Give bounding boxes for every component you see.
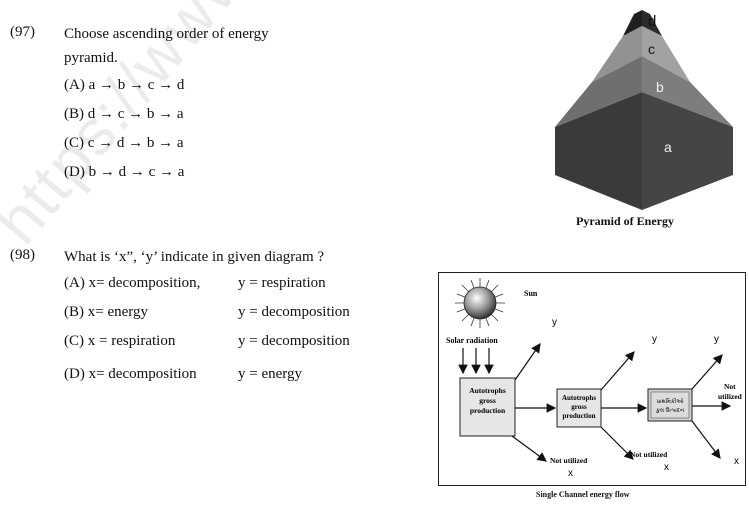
flow-caption: Single Channel energy flow: [536, 490, 630, 499]
energy-pyramid: d c b a: [555, 10, 733, 210]
arrow-y-2: [600, 351, 635, 391]
pyramid-tier-c-right: [642, 26, 690, 82]
question-98-number: (98): [10, 247, 35, 263]
solar-radiation-label: Solar radiation: [446, 336, 498, 345]
y-label-1: y: [552, 317, 557, 328]
arrow-y-1: [514, 343, 541, 381]
arrow-x-1: [511, 435, 547, 462]
box1-line1: Autotrophs: [469, 386, 506, 395]
box-autotrophs-2: [556, 388, 602, 428]
pyramid-tier-d-right: [642, 10, 662, 36]
not-utilized-side-line2: utilized: [718, 392, 743, 401]
not-utilized-label-2: Not utilized: [630, 450, 668, 459]
arrow-y-3: [691, 354, 723, 390]
arrow-x-3: [691, 420, 721, 459]
q97-option-a: (A) a → b → c → d: [64, 77, 185, 93]
q97-option-b: (B) d → c → b → a: [64, 106, 184, 122]
pyramid-tier-c-left: [592, 26, 642, 82]
q98-option-a-x: (A) x= decomposition,: [64, 275, 201, 291]
q98-option-c-x: (C) x = respiration: [64, 333, 176, 349]
question-98-text: What is ‘x”, ‘y’ indicate in given diagr…: [64, 249, 325, 265]
q98-option-d-y: y = energy: [238, 366, 302, 382]
box3-line1: પ્રાથમિકીઓ: [656, 398, 683, 405]
q98-option-b-y: y = decomposition: [238, 304, 350, 320]
q98-option-b-x: (B) x= energy: [64, 304, 148, 320]
x-label-3: x: [734, 456, 739, 467]
box2-line2: gross: [571, 403, 587, 411]
box1-line2: gross: [479, 396, 496, 405]
q98-option-d-x: (D) x= decomposition: [64, 366, 197, 382]
box-autotrophs-1: [459, 377, 516, 437]
box2-line3: production: [563, 412, 596, 420]
not-utilized-label-1: Not utilized: [550, 456, 588, 465]
box-gujarati-inner: [650, 391, 690, 419]
q97-option-c: (C) c → d → b → a: [64, 135, 184, 151]
pyramid-label-c: c: [648, 41, 655, 57]
pyramid-caption: Pyramid of Energy: [576, 214, 674, 228]
x-label-2: x: [664, 462, 669, 473]
sun-icon: [455, 278, 505, 328]
y-label-2: y: [652, 334, 657, 345]
energy-flow-diagram: Sun Solar radiation Autotrophs gross pro…: [438, 272, 746, 486]
question-97-text: Choose ascending order of energy pyramid…: [64, 24, 269, 68]
y-label-3: y: [714, 334, 719, 345]
question-97-line2: pyramid.: [64, 50, 118, 66]
x-label-1: x: [568, 468, 573, 479]
pyramid-label-d: d: [648, 13, 656, 30]
box3-line2: કુલ ઉત્પાદન: [655, 407, 684, 414]
question-97-number: (97): [10, 24, 35, 40]
pyramid-label-b: b: [656, 79, 664, 95]
box2-line1: Autotrophs: [562, 394, 596, 402]
arrow-x-2: [600, 426, 634, 460]
pyramid-tier-d-left: [623, 10, 642, 36]
pyramid-tier-a-right: [642, 92, 733, 210]
not-utilized-side-line1: Not: [724, 382, 736, 391]
box1-line3: production: [470, 406, 506, 415]
question-97-line1: Choose ascending order of energy: [64, 26, 269, 42]
pyramid-label-a: a: [664, 139, 672, 155]
pyramid-tier-a-left: [555, 92, 642, 210]
q98-option-a-y: y = respiration: [238, 275, 326, 291]
q98-option-c-y: y = decomposition: [238, 333, 350, 349]
pyramid-tier-b-left: [555, 56, 642, 127]
sun-label: Sun: [524, 289, 538, 298]
pyramid-tier-b-right: [642, 56, 733, 127]
q97-option-d: (D) b → d → c → a: [64, 164, 185, 180]
